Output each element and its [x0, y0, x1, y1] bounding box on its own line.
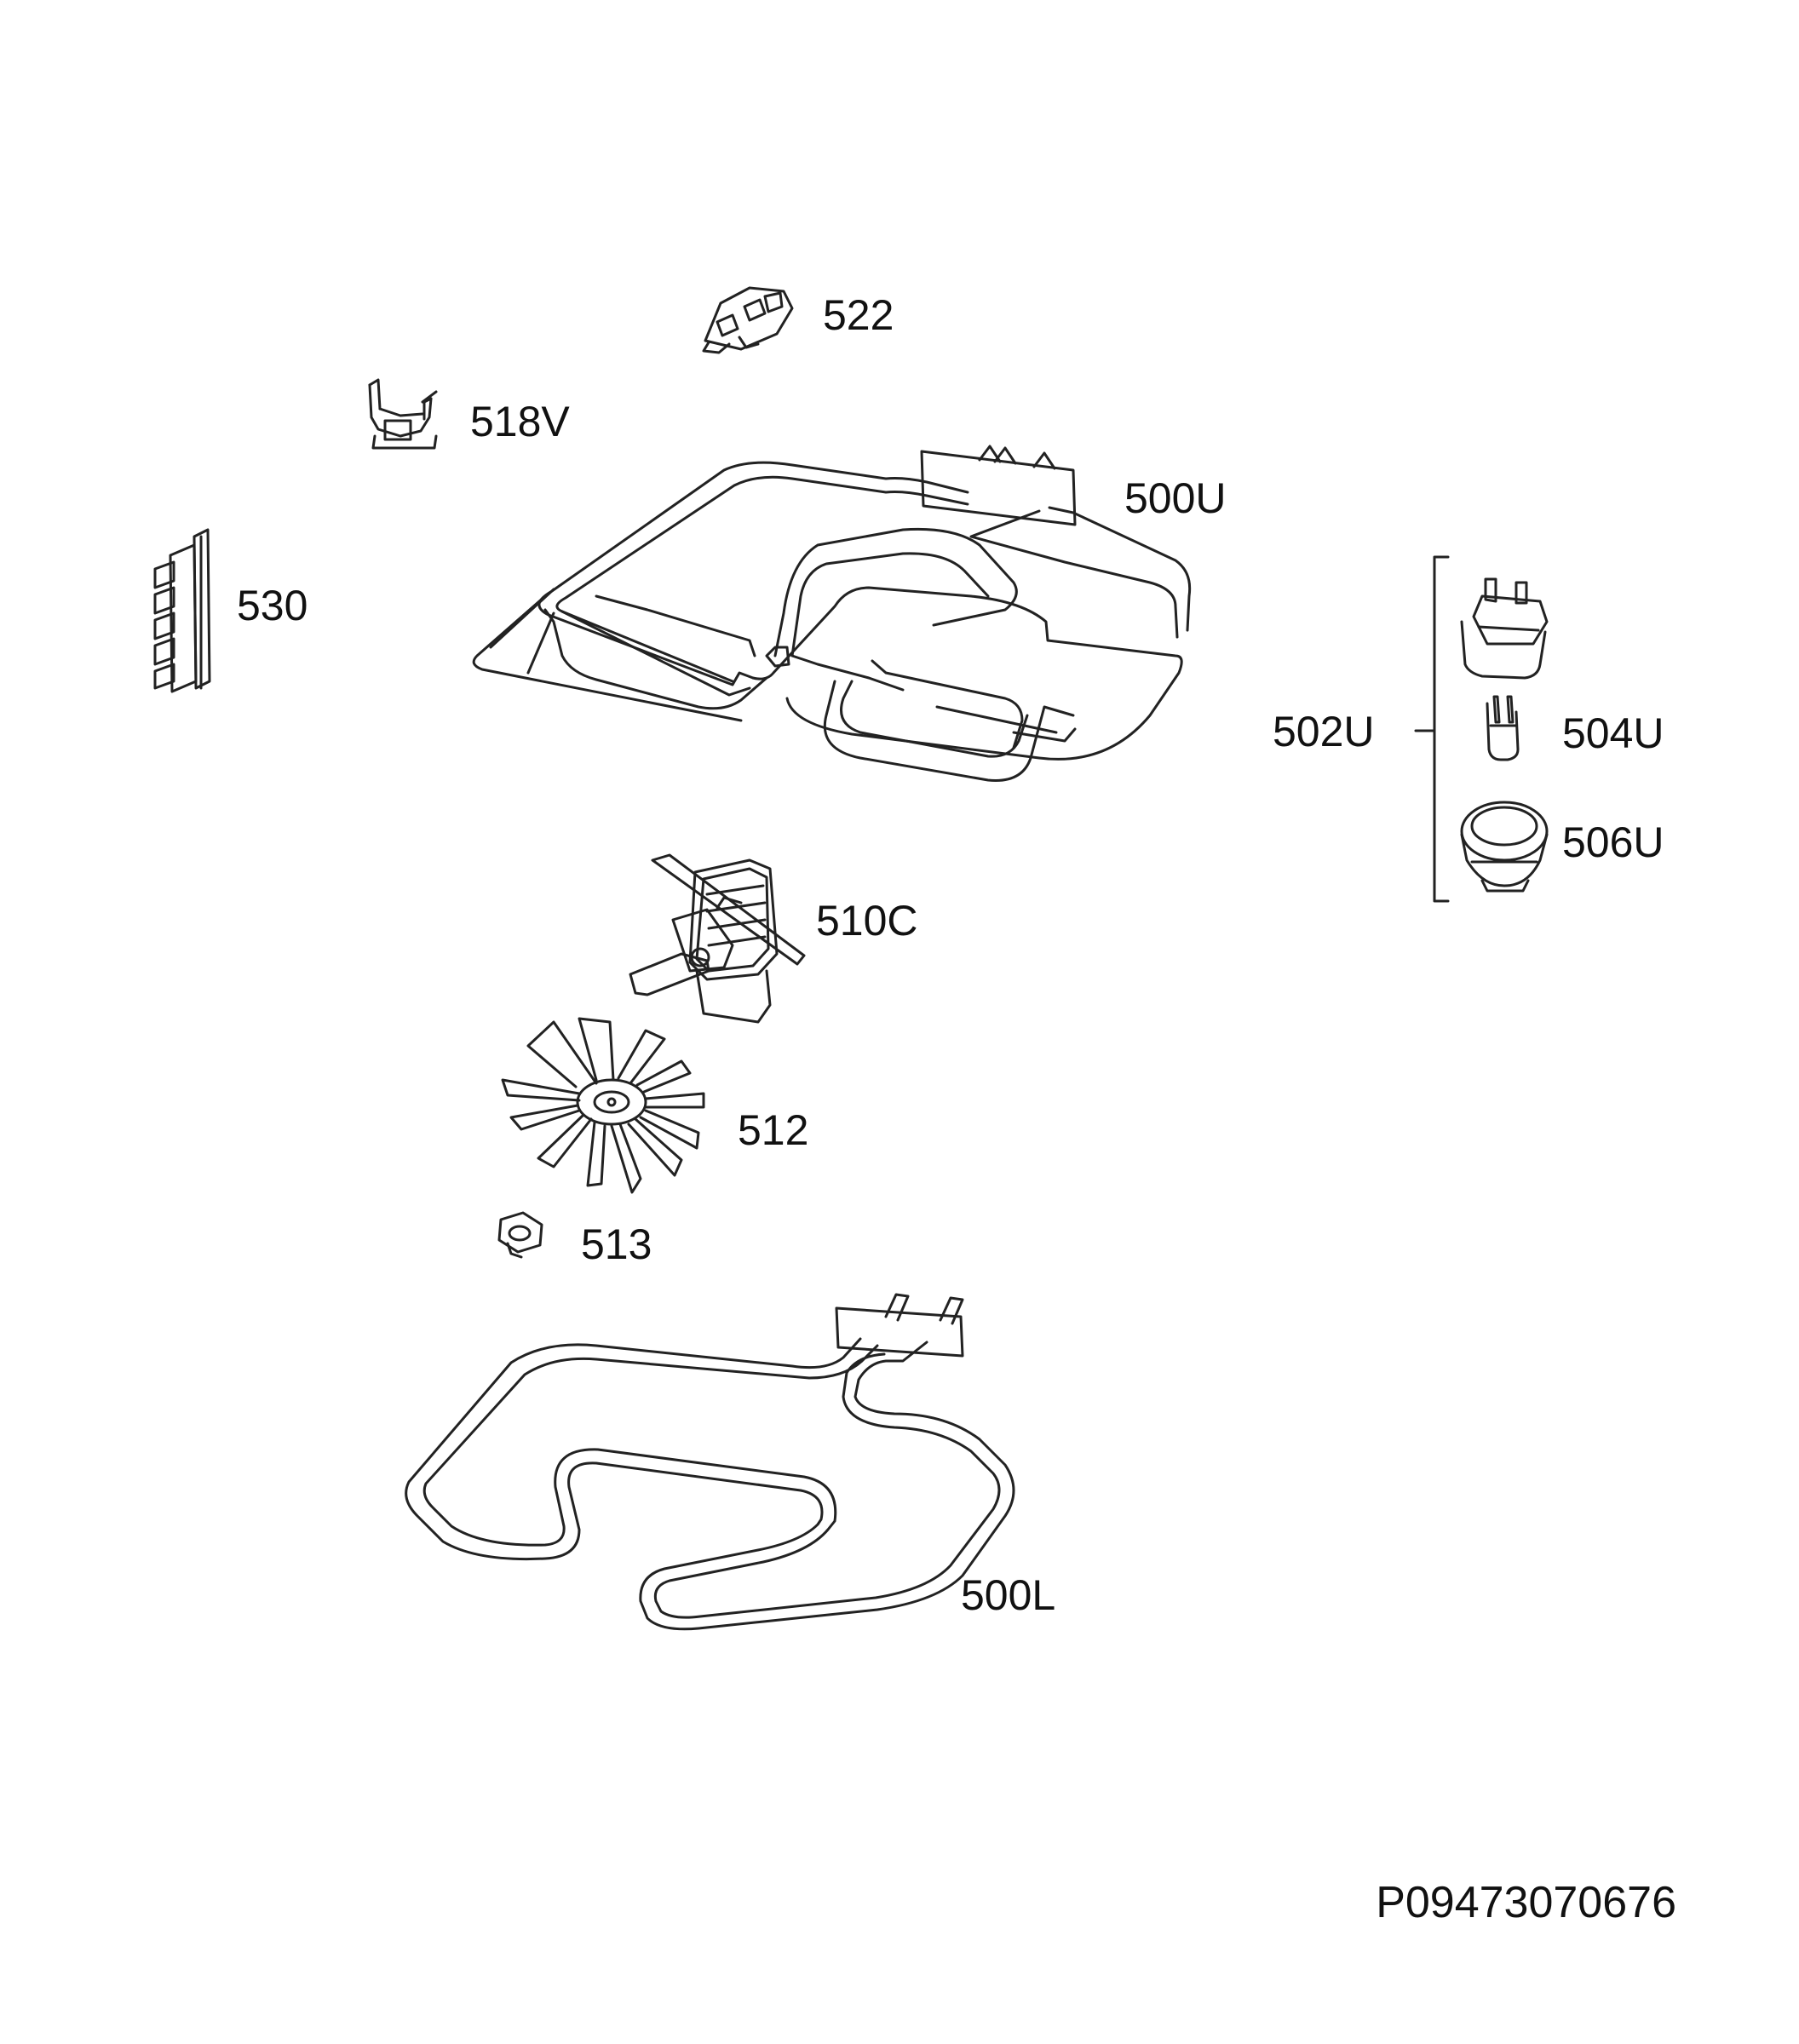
part-label-500u: 500U — [1124, 474, 1227, 522]
fan-motor-510c — [629, 853, 806, 1024]
part-label-502u: 502U — [1273, 708, 1375, 755]
terminal-strip-530 — [153, 528, 211, 693]
part-label-500l: 500L — [961, 1571, 1056, 1619]
lamp-cover-506u — [1460, 801, 1549, 893]
upper-heating-element-500u — [472, 445, 1192, 782]
part-label-522: 522 — [823, 291, 894, 339]
lamp-bulb-504u — [1486, 695, 1520, 761]
part-label-512: 512 — [738, 1106, 809, 1154]
part-label-510c: 510C — [816, 897, 918, 944]
part-label-518v: 518V — [470, 398, 570, 445]
lamp-assembly-bracket — [1414, 555, 1450, 903]
part-label-504u: 504U — [1562, 709, 1664, 757]
part-label-506u: 506U — [1562, 818, 1664, 866]
nut-513 — [497, 1211, 543, 1259]
part-label-513: 513 — [581, 1220, 652, 1268]
terminal-block-522 — [702, 286, 794, 354]
fan-impeller-512 — [501, 1017, 705, 1194]
lamp-holder-504u-socket — [1460, 577, 1549, 680]
lower-heating-element-500l — [405, 1293, 1015, 1631]
diagram-code: P09473070676 — [1376, 1878, 1676, 1927]
part-label-530: 530 — [237, 582, 308, 629]
thermal-fuse-518v — [368, 378, 438, 450]
